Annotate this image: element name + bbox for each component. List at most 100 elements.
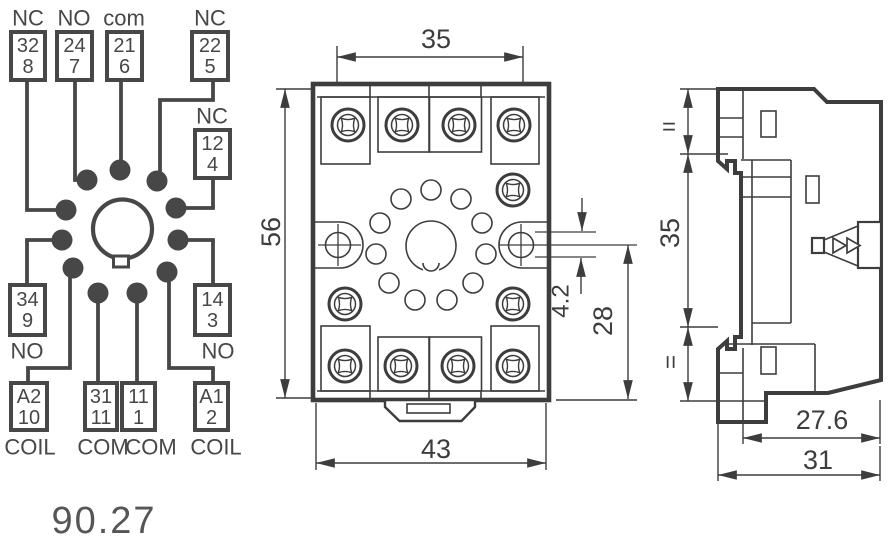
dim-value: 43 — [421, 434, 451, 464]
terminal-12-4: NC 12 4 — [193, 104, 232, 180]
dimension-depth-upper: 27.6 — [742, 400, 881, 444]
terminal-function-label: com — [103, 6, 145, 31]
dim-equal-top: = — [662, 114, 676, 141]
terminal-pin: 11 — [91, 407, 112, 429]
terminal-code: 22 — [199, 35, 221, 57]
dimension-height: 56 — [256, 88, 311, 399]
terminal-21-6: com 21 6 — [103, 6, 145, 82]
terminal-code: 34 — [16, 289, 38, 311]
terminal-pin: 6 — [119, 56, 130, 78]
terminal-pin: 3 — [207, 310, 218, 332]
screw — [327, 286, 363, 322]
screw — [440, 348, 476, 384]
terminal-code: A1 — [199, 386, 223, 408]
terminal-code: 24 — [63, 35, 85, 57]
terminal-function-label: COIL — [4, 435, 55, 460]
screw — [496, 107, 532, 143]
terminal-function-label: NO — [202, 339, 235, 364]
connection-wires — [25, 80, 215, 383]
terminal-box — [190, 30, 230, 82]
front-view: 35 56 43 4.2 28 — [256, 24, 637, 470]
terminal-function-label: NO — [58, 6, 91, 31]
mounting-hole-left — [313, 221, 364, 269]
dimension-bottom-width: 43 — [315, 403, 547, 470]
terminal-14-3: 14 3 NO — [193, 283, 235, 364]
terminal-box — [193, 128, 232, 180]
terminal-box — [9, 30, 47, 82]
terminal-34-9: 34 9 NO — [8, 283, 47, 364]
terminal-function-label: NC — [194, 6, 226, 31]
pin-dot-6 — [109, 159, 131, 181]
terminal-11-1: 11 1 COM — [120, 381, 177, 460]
terminal-function-label: NC — [12, 6, 44, 31]
terminal-A1-2: A1 2 COIL — [190, 381, 242, 460]
terminal-code: 12 — [201, 133, 223, 155]
terminal-box — [55, 30, 94, 82]
terminal-function-label: NC — [196, 104, 228, 129]
mounting-hole-right — [498, 221, 637, 269]
screw — [495, 348, 531, 384]
pin-dot-1 — [126, 282, 148, 304]
dimension-depth-total: 31 — [717, 424, 881, 481]
terminal-pin: 2 — [206, 407, 217, 429]
terminal-pin: 8 — [22, 56, 33, 78]
dim-equal-bottom: = — [658, 355, 685, 369]
keyway-notch — [112, 254, 130, 269]
terminal-24-7: NO 24 7 — [55, 6, 94, 82]
terminal-pin: 4 — [207, 154, 218, 176]
terminal-pin: 1 — [133, 407, 144, 429]
pin-dot-11 — [87, 282, 109, 304]
model-number: 90.27 — [51, 500, 156, 542]
terminal-code: 32 — [17, 35, 39, 57]
pin-dot-7 — [76, 169, 98, 191]
terminal-pin: 10 — [18, 407, 40, 429]
relay-base-circle — [90, 197, 155, 261]
dim-value: 31 — [803, 445, 833, 475]
pin-dot-2 — [156, 261, 178, 283]
terminal-compartments — [317, 84, 545, 398]
screw — [495, 172, 531, 208]
terminal-function-label: NO — [11, 339, 44, 364]
pin-connection-diagram: NC 32 8 NO 24 7 com 21 6 NC 22 5 NC 12 4 — [4, 6, 241, 543]
screw — [327, 348, 363, 384]
dim-value: 56 — [256, 217, 286, 247]
terminal-code: 21 — [113, 35, 135, 57]
terminal-code: 31 — [90, 386, 112, 408]
terminal-code: A2 — [17, 386, 41, 408]
terminal-pin: 5 — [204, 56, 215, 78]
pin-dot-9 — [51, 229, 73, 251]
terminal-box — [83, 381, 119, 432]
dim-value: 35 — [421, 24, 451, 54]
pin-dot-4 — [165, 197, 187, 219]
terminal-box — [193, 381, 230, 432]
pin-dot-8 — [55, 199, 77, 221]
din-clip-tab — [383, 398, 477, 423]
terminal-A2-10: A2 10 COIL — [4, 381, 56, 460]
dimension-rail-stack: = 35 = — [655, 88, 728, 402]
retaining-clip-detail — [810, 220, 883, 270]
dim-value: 4.2 — [548, 284, 575, 317]
terminal-box — [120, 381, 157, 432]
side-view: = 35 = 27.6 31 — [655, 87, 883, 481]
terminal-box — [9, 381, 49, 432]
terminal-function-label: COM — [77, 435, 128, 460]
terminal-function-label: COM — [125, 435, 176, 460]
terminal-32-8: NC 32 8 — [9, 6, 47, 82]
dim-value: 28 — [588, 306, 618, 336]
terminal-pin: 7 — [69, 56, 80, 78]
screw — [383, 348, 419, 384]
pin-dot-5 — [146, 170, 168, 192]
dimension-top-width: 35 — [336, 24, 524, 82]
screw — [330, 107, 366, 143]
terminal-code: 14 — [201, 289, 223, 311]
side-view-details — [718, 91, 820, 420]
pin-socket-ring — [365, 179, 497, 311]
pin-dot-10 — [62, 257, 84, 279]
terminal-box — [193, 283, 232, 337]
terminal-box — [8, 283, 47, 337]
terminal-box — [105, 30, 144, 82]
screw — [495, 286, 531, 322]
dimension-slot: 4.2 — [548, 198, 587, 318]
